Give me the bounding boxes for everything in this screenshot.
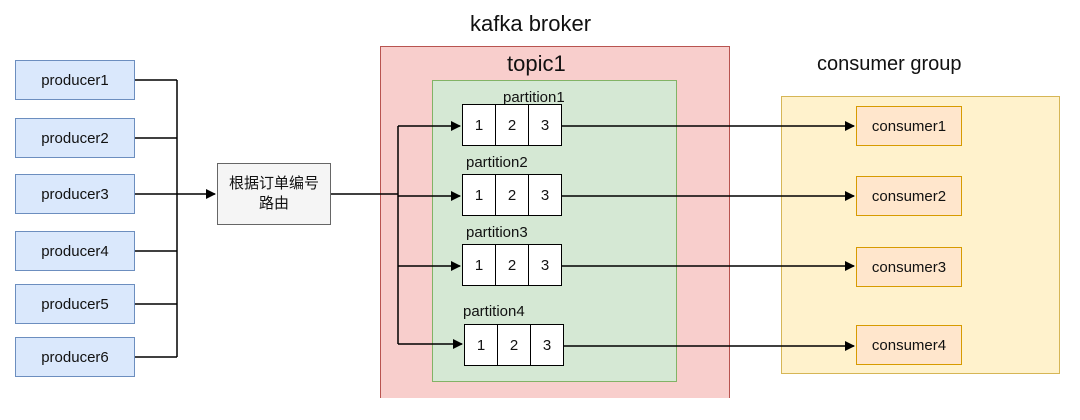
producer-box: producer6 xyxy=(15,337,135,377)
partition-label: partition3 xyxy=(466,224,528,241)
broker-title: kafka broker xyxy=(470,11,592,36)
consumer-box: consumer4 xyxy=(856,325,962,365)
producer-box: producer1 xyxy=(15,60,135,100)
partition-offset-cell: 1 xyxy=(462,174,496,216)
partition-offset-cell: 1 xyxy=(464,324,498,366)
partition-label: partition4 xyxy=(463,303,525,320)
partition-offset-cell: 2 xyxy=(495,104,529,146)
partition-label: partition1 xyxy=(503,89,565,106)
producer-box: producer5 xyxy=(15,284,135,324)
consumer-box: consumer2 xyxy=(856,176,962,216)
topic-title: topic1 xyxy=(507,51,566,76)
partition-offset-cell: 3 xyxy=(528,244,562,286)
consumer-box: consumer1 xyxy=(856,106,962,146)
partition-offset-cell: 2 xyxy=(497,324,531,366)
partition-offset-cell: 1 xyxy=(462,104,496,146)
partition-offset-cell: 2 xyxy=(495,244,529,286)
partition-label: partition2 xyxy=(466,154,528,171)
producer-box: producer4 xyxy=(15,231,135,271)
consumer-box: consumer3 xyxy=(856,247,962,287)
router-box: 根据订单编号 路由 xyxy=(217,163,331,225)
consumer-group-title: consumer group xyxy=(817,53,962,75)
partition-offset-cell: 3 xyxy=(528,174,562,216)
partition-offset-cell: 3 xyxy=(530,324,564,366)
partition-offset-cell: 3 xyxy=(528,104,562,146)
producer-box: producer3 xyxy=(15,174,135,214)
producer-box: producer2 xyxy=(15,118,135,158)
partition-offset-cell: 2 xyxy=(495,174,529,216)
